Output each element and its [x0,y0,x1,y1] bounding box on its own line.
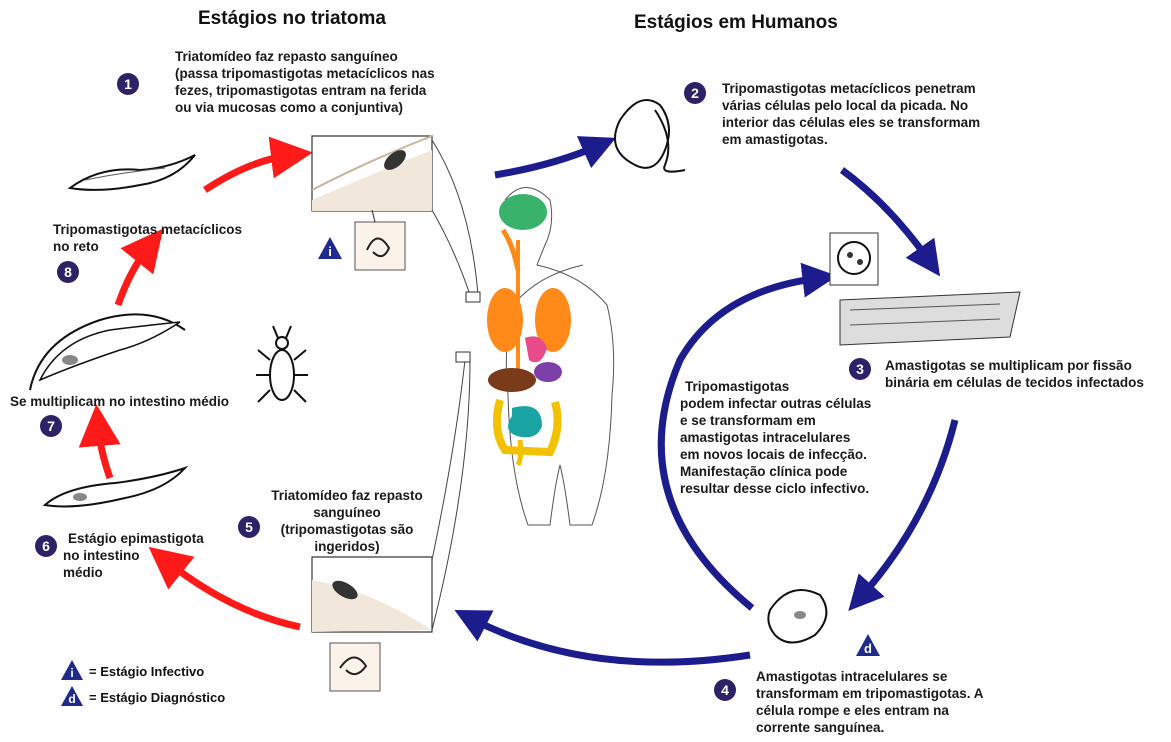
arrow-reinfection-loop [657,262,838,611]
step-4-line: Amastigotas intracelulares se [756,669,948,684]
step-1-text: Triatomídeo faz repasto sanguíneo (passa… [175,48,435,116]
step-5-line: sanguíneo [313,505,381,520]
diagnostic-marker-label: d [864,641,872,656]
step-8-line: no reto [53,239,99,254]
arrow-2-to-3 [839,167,941,277]
step-4-line: transformam em tripomastigotas. A [756,686,984,701]
step-1-number: 1 [117,73,139,95]
triatomine-bug [256,325,308,403]
arrow-5-to-6 [148,546,301,631]
heading-human-stages: Estágios em Humanos [634,12,838,33]
step-6-line: no intestino [63,548,140,563]
note-line: resultar desse ciclo infectivo. [680,481,870,496]
trypomastigote-8 [67,154,196,191]
reinfection-note: Tripomastigotas podem infectar outras cé… [680,378,871,497]
step-2-line: várias células pelo local da picada. No [722,98,969,113]
arrow-4-to-5 [454,609,751,666]
step-5-line: (tripomastigotas são [280,522,414,537]
note-line: e se transformam em [680,413,816,428]
arrow-1-to-2 [494,136,616,179]
step-4-text: Amastigotas intracelulares se transforma… [756,668,984,736]
step-4-number: 4 [714,679,736,701]
step-8-line: Tripomastigotas metacíclicos [53,222,243,237]
trypomastigote-4 [767,589,828,644]
step-7-text: Se multiplicam no intestino médio [10,394,230,409]
step-2-line: interior das células eles se transformam [722,115,981,130]
step-4-line: célula rompe e eles entram na [756,703,949,718]
step-8-text: Tripomastigotas metacíclicos no reto [53,221,242,255]
step-2-text: Tripomastigotas metacíclicos penetram vá… [722,80,980,148]
bug-bite-inset-top [311,135,433,271]
step-1-line: (passa tripomastigotas metacíclicos nas [175,66,435,81]
step-8-number: 8 [57,261,79,283]
step-2-number: 2 [684,82,706,104]
step-3-text: Amastigotas se multiplicam por fissão bi… [885,357,1144,391]
note-line: amastigotas intracelulares [680,430,851,445]
note-line: podem infectar outras células [680,396,872,411]
connector-lines [431,139,479,631]
trypomastigote-7 [29,313,186,391]
legend-diagnostic-icon: d [60,685,84,707]
step-1-line: ou via mucosas como a conjuntiva) [175,100,404,115]
step-4-line: corrente sanguínea. [756,720,885,735]
legend-infective-icon: i [60,659,84,681]
step-6-number: 6 [35,535,57,557]
step-3-line: binária em células de tecidos infectados [885,375,1144,390]
step-3-number: 3 [849,358,871,380]
step-2-line: Tripomastigotas metacíclicos penetram [722,81,976,96]
step-5-line: Triatomídeo faz repasto [271,488,423,503]
legend-diagnostic-label: = Estágio Diagnóstico [89,690,226,705]
step-7-number: 7 [40,415,62,437]
step-1-line: Triatomídeo faz repasto sanguíneo [175,49,398,64]
legend-diagnostic-symbol: d [68,692,76,706]
arrow-7-to-8 [114,228,164,307]
human-body-figure [455,187,615,526]
amastigote-tissue [829,232,1021,346]
step-6-line: Estágio epimastigota [68,531,204,546]
step-3-line: Amastigotas se multiplicam por fissão [885,358,1132,373]
diagnostic-stage-icon: d [855,633,881,657]
step-6-line: médio [63,565,103,580]
step-2-line: em amastigotas. [722,132,828,147]
infective-marker-label: i [328,244,332,259]
note-line: Manifestação clínica pode [680,464,848,479]
note-line: Tripomastigotas [685,379,790,394]
heading-triatomine-stages: Estágios no triatoma [198,8,386,29]
step-5-text: Triatomídeo faz repasto sanguíneo (tripo… [262,487,432,555]
legend: i = Estágio Infectivo d = Estágio Diagnó… [60,659,280,709]
legend-infective-symbol: i [70,666,74,680]
note-line: em novos locais de infecção. [680,447,867,462]
trypomastigote-2 [614,99,686,173]
arrow-8-to-1 [203,136,313,193]
step-6-text: Estágio epimastigota no intestino médio [63,530,204,581]
infective-stage-icon: i [317,236,343,260]
arrow-6-to-7 [78,404,121,480]
step-5-line: ingeridos) [314,539,380,554]
epimastigote-6 [42,465,189,508]
step-5-number: 5 [238,516,260,538]
step-1-line: fezes, tripomastigotas entram na ferida [175,83,427,98]
legend-infective-label: = Estágio Infectivo [89,664,205,679]
bug-bite-inset-bottom [311,556,433,692]
arrow-3-to-4 [848,419,959,612]
